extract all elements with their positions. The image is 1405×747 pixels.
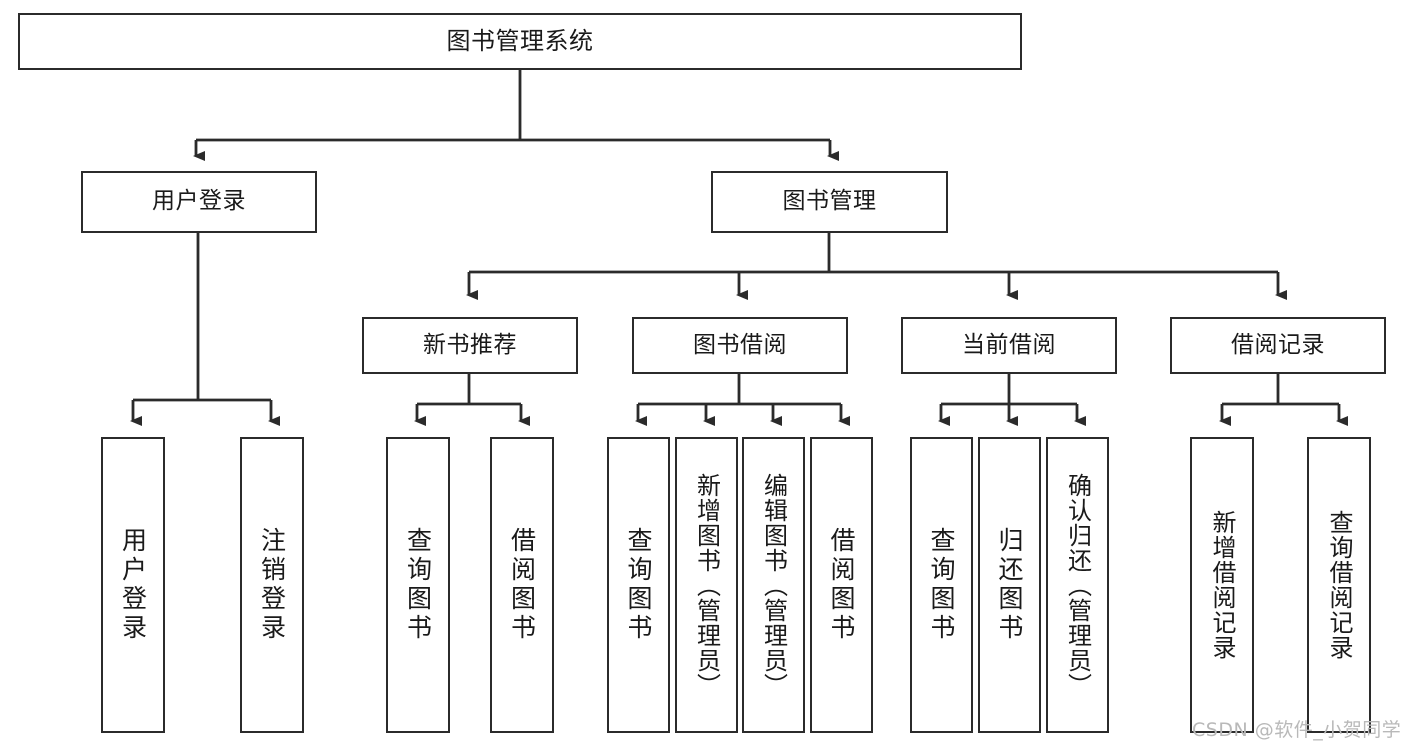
leaf-current-return-book[interactable]: 归还图书 bbox=[978, 437, 1041, 733]
node-label: 新增图书（管理员） bbox=[692, 472, 721, 698]
node-label: 确认归还（管理员） bbox=[1063, 472, 1092, 698]
node-root-system[interactable]: 图书管理系统 bbox=[18, 13, 1022, 70]
node-book-management[interactable]: 图书管理 bbox=[711, 171, 948, 233]
node-label: 注销登录 bbox=[257, 527, 287, 643]
node-label: 查询图书 bbox=[927, 527, 956, 643]
node-label: 归还图书 bbox=[995, 527, 1024, 643]
leaf-borrow-add-book-admin[interactable]: 新增图书（管理员） bbox=[675, 437, 738, 733]
node-label: 查询图书 bbox=[624, 527, 653, 643]
node-label: 查询借阅记录 bbox=[1325, 510, 1353, 660]
node-label: 借阅图书 bbox=[827, 527, 856, 643]
leaf-user-login-signin[interactable]: 用户登录 bbox=[101, 437, 165, 733]
node-user-login[interactable]: 用户登录 bbox=[81, 171, 317, 233]
node-label: 借阅记录 bbox=[1231, 331, 1325, 358]
node-label: 图书管理 bbox=[782, 188, 877, 215]
leaf-borrow-edit-book-admin[interactable]: 编辑图书（管理员） bbox=[742, 437, 805, 733]
leaf-record-query-record[interactable]: 查询借阅记录 bbox=[1307, 437, 1371, 733]
leaf-recommend-query-book[interactable]: 查询图书 bbox=[386, 437, 450, 733]
node-label: 新增借阅记录 bbox=[1208, 510, 1236, 660]
node-label: 查询图书 bbox=[403, 527, 433, 643]
node-label: 新书推荐 bbox=[423, 331, 517, 358]
leaf-current-query-book[interactable]: 查询图书 bbox=[910, 437, 973, 733]
node-label: 借阅图书 bbox=[507, 527, 537, 643]
leaf-borrow-query-book[interactable]: 查询图书 bbox=[607, 437, 670, 733]
node-label: 编辑图书（管理员） bbox=[759, 472, 788, 698]
node-label: 用户登录 bbox=[152, 188, 246, 215]
node-label: 用户登录 bbox=[118, 527, 148, 643]
leaf-user-login-signout[interactable]: 注销登录 bbox=[240, 437, 304, 733]
node-current-borrow[interactable]: 当前借阅 bbox=[901, 317, 1117, 374]
node-label: 图书借阅 bbox=[693, 331, 787, 358]
csdn-watermark: CSDN @软件_小贺同学 bbox=[1192, 719, 1402, 741]
node-label: 图书管理系统 bbox=[446, 27, 594, 56]
node-book-borrow[interactable]: 图书借阅 bbox=[632, 317, 848, 374]
node-new-book-recommend[interactable]: 新书推荐 bbox=[362, 317, 578, 374]
leaf-record-add-record[interactable]: 新增借阅记录 bbox=[1190, 437, 1254, 733]
node-borrow-record[interactable]: 借阅记录 bbox=[1170, 317, 1386, 374]
leaf-recommend-borrow-book[interactable]: 借阅图书 bbox=[490, 437, 554, 733]
node-label: 当前借阅 bbox=[962, 331, 1056, 358]
leaf-current-confirm-return-admin[interactable]: 确认归还（管理员） bbox=[1046, 437, 1109, 733]
leaf-borrow-borrow-book[interactable]: 借阅图书 bbox=[810, 437, 873, 733]
